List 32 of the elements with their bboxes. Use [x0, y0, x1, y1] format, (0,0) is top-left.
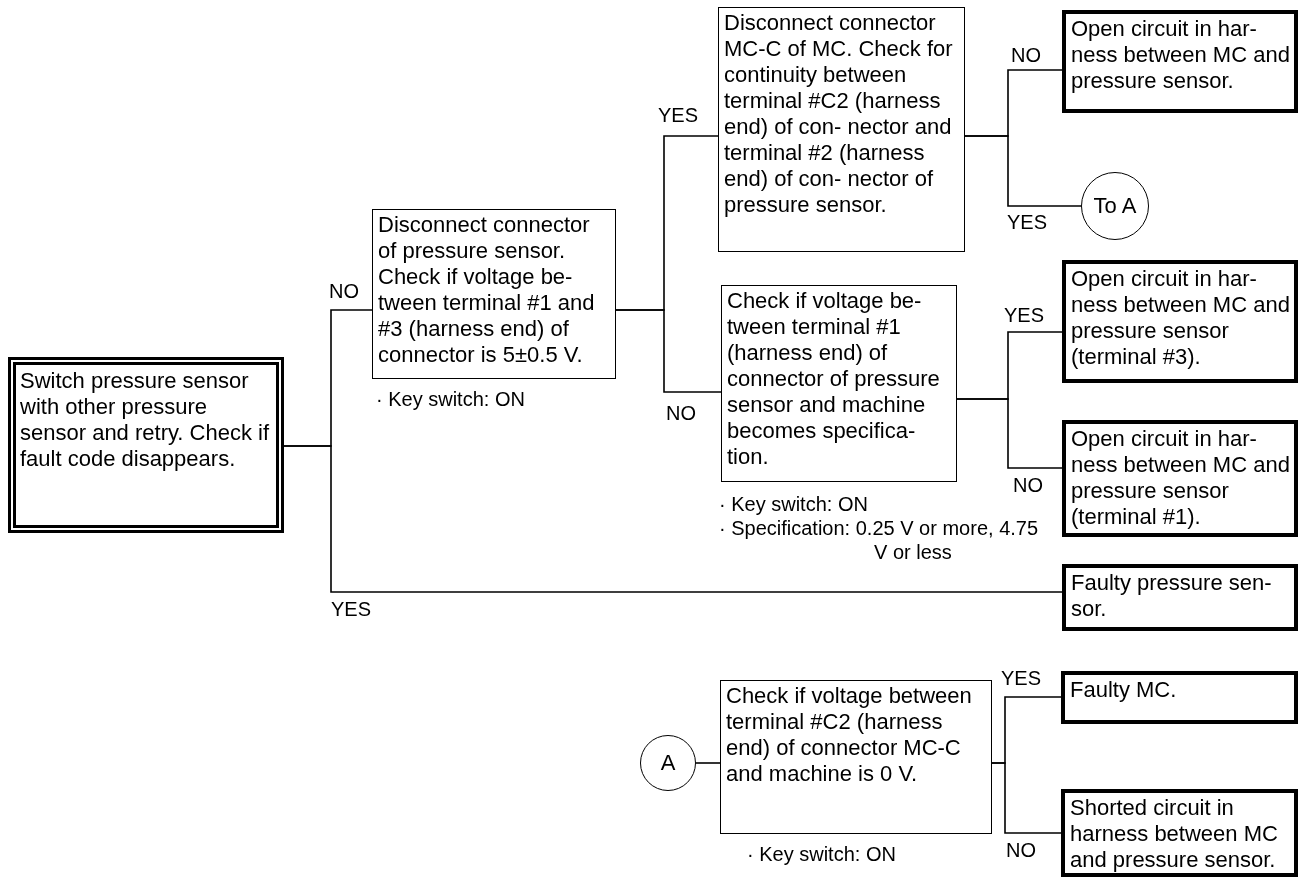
node-text: Faulty MC. — [1070, 677, 1178, 703]
condition-note: · Key switch: ON — [376, 387, 525, 411]
node-text: Check if voltage be- tween terminal #1 (harness end) of connector of pressure sensor and machine becomes specifica- tion. — [727, 288, 941, 470]
node-text: Open circuit in har- ness between MC and pressure sensor (terminal #1). — [1071, 426, 1291, 530]
connector-line — [991, 762, 1062, 834]
node-text: To A — [1093, 193, 1137, 219]
node-text: Disconnect connector of pressure sensor. Check if voltage be- tween terminal #1 and #3 (harness end) of connector is 5±0.5 V. — [378, 212, 596, 368]
node-text: Shorted circuit in harness between MC and pressure sensor. — [1070, 795, 1279, 873]
node-text: Faulty pressure sen- sor. — [1071, 570, 1273, 622]
result-box — [1061, 671, 1298, 724]
connector-line — [695, 762, 721, 764]
node-text: Check if voltage between terminal #C2 (harness end) of connector MC-C and machine is 0 V. — [726, 683, 973, 787]
result-box — [1062, 420, 1298, 537]
result-box — [1062, 260, 1298, 383]
start-box — [8, 357, 284, 533]
node-text: Switch pressure sensor with other pressure sensor and retry. Check if fault code disappears. — [20, 368, 271, 472]
result-box — [1062, 564, 1298, 631]
process-box — [718, 7, 965, 252]
condition-note: · Specification: 0.25 V or more, 4.75 V or less — [719, 516, 1040, 564]
connector-line — [615, 309, 722, 393]
connector-circle — [640, 735, 696, 791]
node-text: Open circuit in har- ness between MC and pressure sensor. — [1071, 16, 1291, 94]
node-text: Open circuit in har- ness between MC and pressure sensor (terminal #3). — [1071, 266, 1291, 370]
result-box — [1061, 789, 1298, 877]
connector-line — [964, 135, 1082, 207]
result-box — [1062, 10, 1298, 113]
node-text: Disconnect connector MC-C of MC. Check for continuity between terminal #C2 (harness end) of con- nector and terminal #2 (harness end) of con- nector of pressure sensor. — [724, 10, 954, 218]
connector-line — [283, 445, 1063, 593]
node-text: A — [660, 750, 676, 776]
condition-note: · Key switch: ON — [719, 492, 869, 516]
connector-line — [956, 398, 1063, 469]
condition-note: · Key switch: ON — [747, 842, 896, 866]
